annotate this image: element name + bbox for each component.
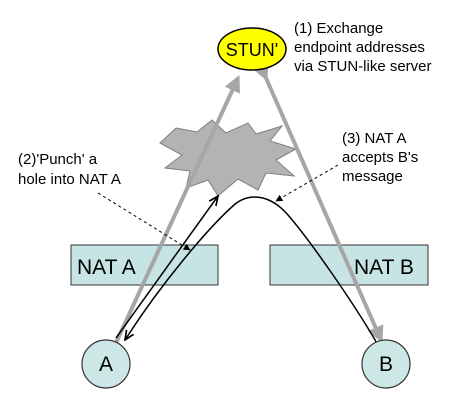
nat-b-label: NAT B [354, 256, 414, 279]
stun-a-exchange-arrow [101, 74, 241, 361]
stun-label: STUN' [226, 40, 278, 60]
step3-line2: accepts B's [342, 149, 418, 166]
host-a-node [81, 339, 131, 389]
step2-leader [97, 192, 191, 251]
step3-note: (3) NAT A accepts B's message [342, 130, 422, 185]
firewall-burst-shape [159, 119, 298, 197]
step3-line1: (3) NAT A [342, 130, 406, 147]
stun-server-node [217, 27, 287, 71]
step2-note: (2)'Punch' a hole into NAT A [18, 151, 121, 188]
step1-line2: endpoint addresses [294, 39, 425, 56]
step2-line1: (2)'Punch' a [18, 151, 98, 168]
host-b-node [361, 339, 411, 389]
step1-line3: via STUN-like server [294, 58, 432, 75]
step3-line3: message [342, 168, 403, 185]
nat-a-label: NAT A [77, 256, 136, 279]
step2-line2: hole into NAT A [18, 171, 121, 188]
step1-note: (1) Exchange endpoint addresses via STUN… [294, 20, 432, 75]
step1-line1: (1) Exchange [294, 20, 383, 37]
message-from-b-arrow [125, 196, 379, 346]
stun-b-exchange-arrow [252, 62, 384, 344]
hole-punch-arrow [115, 196, 218, 339]
host-b-label: B [379, 353, 393, 376]
host-a-label: A [99, 353, 113, 376]
